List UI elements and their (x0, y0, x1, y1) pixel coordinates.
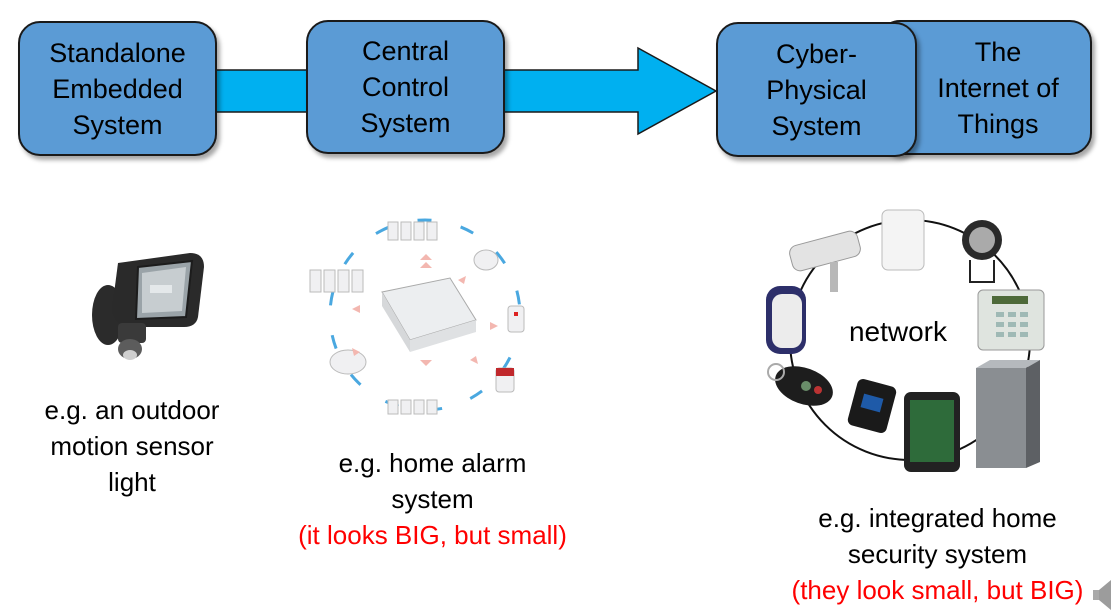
stage-label-line: Things (957, 108, 1039, 139)
stage-central-control-system: Central Control System (306, 20, 505, 154)
caption-line: security system (847, 539, 1028, 569)
caption-line: light (108, 467, 156, 497)
home-alarm-system-image (309, 218, 525, 415)
stage-cyber-physical-system: Cyber- Physical System (716, 22, 917, 157)
caption-line: e.g. home alarm (338, 448, 527, 478)
caption-note: (they look small, but BIG) (791, 575, 1084, 605)
caption-note: (it looks BIG, but small) (298, 520, 567, 550)
integrated-security-network-image (766, 209, 1045, 472)
motion-sensor-light-image (92, 253, 204, 360)
example-caption-home-security: e.g. integrated home security system (th… (760, 500, 1115, 608)
stage-label-line: Embedded (52, 73, 183, 104)
motion-detector (881, 209, 925, 271)
caption-line: e.g. integrated home (818, 503, 1057, 533)
caption-line: e.g. an outdoor (44, 395, 220, 425)
example-caption-home-alarm: e.g. home alarm system (it looks BIG, bu… (260, 445, 605, 553)
caption-line: motion sensor (50, 431, 214, 461)
stage-label-line: System (771, 110, 862, 141)
smartphone (904, 392, 960, 472)
computer-tower (976, 360, 1040, 468)
stage-label-line: System (360, 108, 451, 138)
floodlight (962, 220, 1002, 283)
stage-label-line: The (974, 36, 1022, 67)
security-camera (789, 230, 861, 292)
siren (766, 286, 806, 354)
stage-label-line: Standalone (49, 37, 186, 68)
example-caption-motion-light: e.g. an outdoor motion sensor light (2, 392, 262, 500)
stage-label-line: Internet of (937, 72, 1059, 103)
progression-arrow (502, 46, 718, 136)
stage-label-line: Cyber- (775, 38, 857, 69)
stage-label-line: System (72, 109, 163, 140)
connector-arrow-1 (213, 46, 718, 136)
key-fob (767, 363, 833, 406)
stage-label-line: Physical (766, 74, 867, 105)
network-label: network (848, 316, 948, 347)
caption-line: system (391, 484, 474, 514)
stage-standalone-embedded-system: Standalone Embedded System (18, 21, 217, 156)
stage-label-line: Central (361, 36, 450, 66)
smartwatch (847, 378, 897, 434)
speaker-icon[interactable] (1085, 578, 1117, 610)
stage-label-line: Control (361, 72, 450, 102)
keypad-panel (977, 289, 1045, 351)
